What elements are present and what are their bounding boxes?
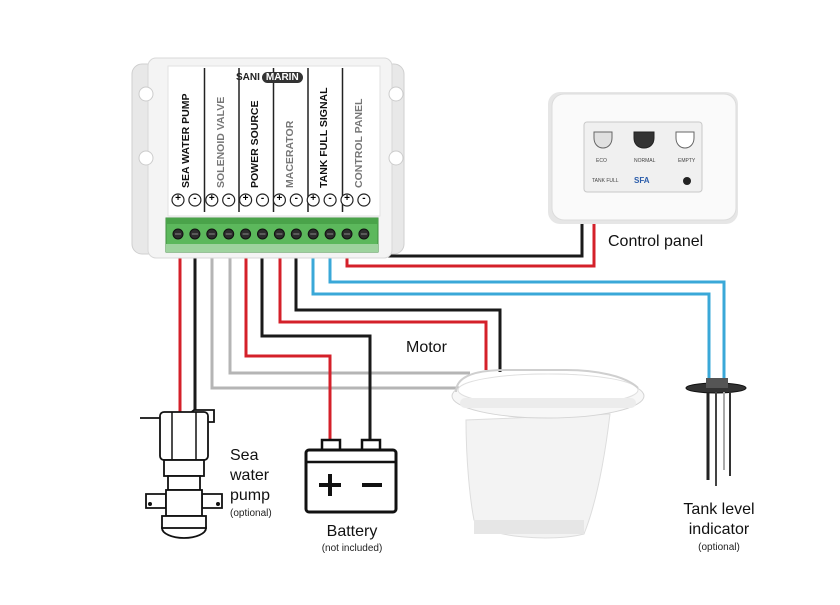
cp-button-eco: ECO bbox=[596, 158, 607, 164]
channel-label: MACERATOR bbox=[283, 120, 296, 188]
label-motor: Motor bbox=[406, 339, 447, 356]
terminal-screws bbox=[172, 228, 370, 240]
battery-illustration bbox=[304, 438, 398, 514]
minus-icon: - bbox=[227, 193, 231, 204]
channel-label: SEA WATER PUMP bbox=[180, 93, 192, 188]
brand-part-b: MARIN bbox=[261, 71, 303, 83]
minus-icon: - bbox=[362, 193, 366, 204]
terminal-symbol-circle bbox=[239, 193, 253, 207]
terminal-symbol-circle bbox=[289, 193, 303, 207]
sea-water-pump-illustration bbox=[140, 409, 223, 539]
plus-icon: + bbox=[344, 193, 350, 204]
terminal-symbol-circle bbox=[255, 193, 270, 207]
wire-tank-blue-b bbox=[328, 236, 726, 378]
channel-label: SOLENOID VALVE bbox=[214, 96, 227, 188]
plus-icon: + bbox=[208, 193, 215, 204]
label-sea-note: (optional) bbox=[230, 508, 272, 519]
empty-toilet-icon bbox=[675, 131, 695, 149]
terminal-symbol-circle bbox=[357, 193, 371, 207]
brand-part-a: SANI bbox=[236, 71, 260, 83]
label-tank-line2: indicator bbox=[688, 521, 750, 538]
plus-icon: + bbox=[242, 193, 249, 204]
wire-solenoid-grey-a bbox=[210, 236, 486, 390]
terminal-symbol-circle bbox=[306, 193, 320, 207]
label-sea-line1: Sea bbox=[230, 447, 259, 464]
terminal-symbol-circle bbox=[272, 193, 286, 207]
indicator-led bbox=[683, 177, 691, 185]
tank-level-indicator-illustration bbox=[685, 378, 747, 486]
wire-power-red bbox=[244, 236, 332, 440]
minus-icon: - bbox=[260, 193, 265, 204]
channel-label: TANK FULL SIGNAL bbox=[318, 87, 330, 188]
cp-button-empty: EMPTY bbox=[678, 158, 696, 164]
wire-power-black bbox=[260, 236, 372, 440]
cp-button-normal: NORMAL bbox=[634, 158, 656, 164]
label-sea-line2: water bbox=[230, 467, 270, 484]
normal-toilet-icon bbox=[633, 131, 655, 149]
terminal-symbol-circle bbox=[171, 193, 185, 207]
toilet-illustration bbox=[451, 369, 645, 539]
terminal-symbol-circle bbox=[188, 193, 202, 207]
controller-brand: SANI MARIN bbox=[236, 70, 308, 84]
terminal-symbol-circle bbox=[323, 193, 337, 207]
terminal-symbol-circle bbox=[222, 193, 236, 207]
minus-icon: - bbox=[193, 193, 197, 204]
wire-macerator-red bbox=[278, 236, 488, 370]
wire-macerator-black bbox=[294, 236, 502, 372]
terminal-symbol-row bbox=[171, 193, 371, 207]
label-tank-line1: Tank level bbox=[683, 501, 755, 518]
cp-logo: SFA bbox=[634, 176, 650, 185]
label-control-panel: Control panel bbox=[608, 233, 704, 250]
plus-icon: + bbox=[175, 193, 181, 204]
plus-icon: + bbox=[276, 193, 283, 204]
label-battery-note: (not included) bbox=[321, 543, 383, 554]
label-tank-note: (optional) bbox=[698, 542, 740, 553]
minus-icon: - bbox=[328, 193, 332, 204]
channel-label: CONTROL PANEL bbox=[352, 98, 365, 188]
minus-icon: - bbox=[294, 193, 298, 204]
label-sea-line3: pump bbox=[230, 487, 271, 504]
wire-tank-blue-a bbox=[311, 236, 711, 378]
controller-box bbox=[131, 57, 405, 259]
channel-dividers bbox=[203, 68, 344, 212]
plus-icon: + bbox=[310, 193, 317, 204]
terminal-symbol-circle bbox=[340, 193, 354, 207]
label-battery: Battery bbox=[326, 523, 378, 540]
control-panel-device bbox=[548, 92, 738, 224]
cp-tank-full-text: TANK FULL bbox=[592, 178, 619, 184]
channel-label: POWER SOURCE bbox=[249, 100, 261, 188]
wire-solenoid-grey-b bbox=[228, 236, 470, 375]
eco-toilet-icon bbox=[593, 131, 613, 149]
terminal-symbol-circle bbox=[205, 193, 219, 207]
